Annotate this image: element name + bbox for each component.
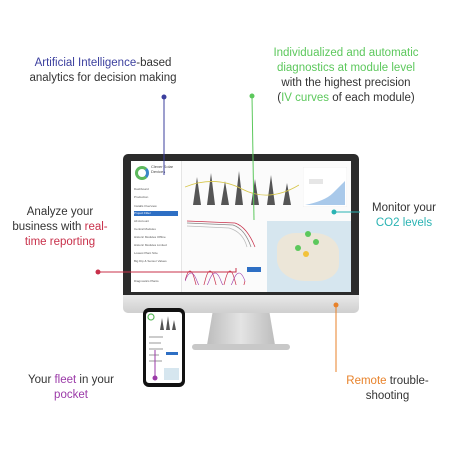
rep-line2-pre: business with [12, 221, 85, 233]
diag-line3: with the highest precision [281, 77, 411, 89]
map-marker-icon[interactable] [313, 239, 319, 245]
rep-line1: Analyze your [26, 206, 94, 218]
phone-dashboard [147, 313, 179, 380]
rep-line3-hl: time reporting [24, 236, 96, 248]
production-chart [185, 171, 299, 205]
sidebar-item-2[interactable]: Installs Overview [134, 204, 157, 208]
production-area [185, 171, 299, 205]
phone-menu-5 [149, 360, 162, 362]
iv-curves-chart [186, 220, 256, 248]
callout-remote: Remote trouble- shooting [325, 374, 450, 404]
sidebar-item-0[interactable]: Dashboard [134, 187, 149, 191]
trend-chart [303, 167, 347, 207]
clever-solar-logo-icon [135, 166, 149, 180]
phone-menu-4 [149, 354, 159, 356]
co2-line1: Monitor your [372, 202, 436, 214]
callout-ai-analytics: Artificial Intelligence-based analytics … [8, 56, 198, 86]
sidebar-item-5[interactable]: Central Modules [134, 227, 156, 231]
trend-area [305, 181, 345, 205]
realtime-marker[interactable] [247, 267, 261, 272]
realtime-line-2 [185, 272, 246, 285]
rep-line2-hl: real- [84, 221, 108, 233]
remote-hl: Remote [346, 375, 387, 387]
sidebar-item-3[interactable]: Project Filter [134, 211, 178, 216]
ai-rest: -based [136, 57, 172, 69]
diag-line4-rest: of each module) [329, 92, 415, 104]
map-marker-icon[interactable] [295, 245, 301, 251]
dashboard-sidebar: Clever Solar Devices Dashboard Productio… [131, 161, 182, 292]
map-land [277, 233, 339, 281]
phone-menu-3 [149, 348, 163, 350]
diag-line4-hl: IV curves [281, 92, 330, 104]
co2-line2-hl: CO2 levels [375, 217, 433, 229]
fleet-pre: Your [28, 374, 55, 386]
monitor-screen: Clever Solar Devices Dashboard Productio… [131, 161, 351, 292]
monitor-base [192, 344, 290, 350]
monitor-stand [207, 313, 275, 345]
sidebar-item-4[interactable]: Alt Account [134, 219, 150, 223]
diag-line1: Individualized and automatic [273, 47, 419, 59]
leader-reporting-dot [95, 269, 101, 275]
ai-line2: analytics for decision making [29, 72, 177, 84]
realtime-chart [185, 267, 261, 285]
plants-map[interactable] [267, 221, 351, 292]
iv-curve-3 [186, 225, 248, 248]
iv-curve-1 [186, 220, 256, 248]
phone-map [164, 368, 179, 380]
phone-button[interactable] [166, 352, 178, 355]
callout-fleet: Your fleet in your pocket [12, 373, 130, 403]
fleet-line2-hl: pocket [54, 389, 88, 401]
fleet-post: in your [76, 374, 114, 386]
trend-button[interactable] [309, 179, 323, 184]
sidebar-item-7[interactable]: Historic Modules Limited [134, 243, 167, 247]
phone-menu-1 [149, 336, 163, 338]
diag-line2: diagnostics at module level [276, 62, 416, 74]
sidebar-item-9[interactable]: Big Dip & Sensor Values [134, 259, 167, 263]
remote-post: trouble- [386, 375, 429, 387]
remote-line2: shooting [365, 390, 410, 402]
sidebar-item-6[interactable]: Historic Modules Offline [134, 235, 166, 239]
leader-ai-dot [161, 94, 167, 100]
production-line [185, 181, 299, 196]
map-marker-icon[interactable] [305, 231, 311, 237]
phone-menu-2 [149, 342, 161, 344]
phone-screen [146, 312, 182, 383]
sidebar-item-8[interactable]: Lowest Plant Size [134, 251, 158, 255]
logo-text: Clever Solar Devices [151, 164, 174, 174]
diag-line4-open: ( [277, 92, 282, 104]
iv-curve-2 [186, 222, 252, 248]
sidebar-item-10[interactable]: Diagnostics Plants [134, 279, 159, 283]
sidebar-item-1[interactable]: Production [134, 195, 149, 199]
phone-logo-icon [147, 313, 155, 321]
map-marker-icon[interactable] [303, 251, 309, 257]
fleet-hl: fleet [54, 374, 77, 386]
phone-production-chart [160, 316, 176, 330]
callout-diagnostics: Individualized and automatic diagnostics… [246, 46, 446, 106]
callout-co2: Monitor your CO2 levels [358, 201, 450, 231]
callout-reporting: Analyze your business with real- time re… [0, 205, 120, 250]
ai-highlight: Artificial Intelligence [34, 57, 137, 69]
realtime-line-1 [185, 270, 246, 285]
